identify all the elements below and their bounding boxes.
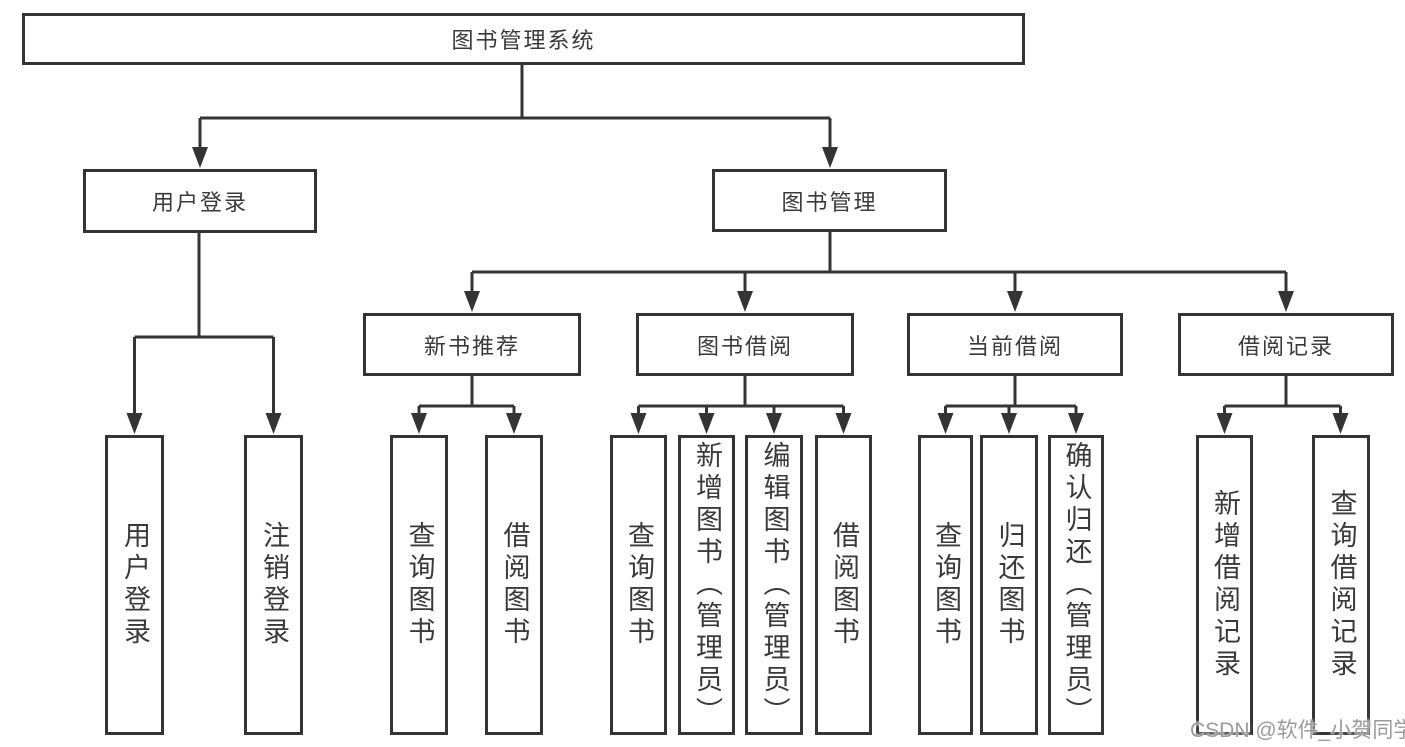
node-label: 图书管理 (781, 189, 878, 215)
leaf-new-books-borrow: 借阅图书 (485, 435, 543, 735)
node-book-borrow: 图书借阅 (636, 313, 854, 376)
arrowheads-level3 (464, 291, 1294, 312)
node-user-login: 用户登录 (83, 169, 317, 233)
leaf-current-borrow-query: 查询图书 (918, 435, 973, 735)
node-new-books: 新书推荐 (363, 313, 581, 376)
node-label: 用户登录 (151, 190, 248, 215)
leaf-current-borrow-return: 归还图书 (980, 435, 1038, 735)
leaf-label: 确认归还（管理员） (1061, 441, 1092, 729)
leaf-book-borrow-add: 新增图书（管理员） (678, 435, 735, 735)
leaf-book-borrow-query: 查询图书 (610, 435, 667, 735)
leaf-label: 查询图书 (931, 521, 961, 649)
leaf-label: 注销登录 (259, 521, 289, 649)
node-label: 新书推荐 (423, 333, 520, 359)
node-label: 图书借阅 (696, 333, 793, 359)
leaf-label: 查询图书 (624, 521, 654, 649)
leaf-book-borrow-edit: 编辑图书（管理员） (745, 435, 803, 735)
leaf-label: 借阅图书 (829, 521, 859, 649)
watermark: CSDN @软件_小贺同学 (1190, 719, 1405, 742)
leaf-book-borrow-borrow: 借阅图书 (815, 435, 872, 735)
leaf-label: 新增借阅记录 (1210, 489, 1240, 681)
leaf-label: 归还图书 (994, 521, 1025, 649)
node-borrow-records: 借阅记录 (1178, 313, 1394, 376)
connector-current-borrow-leaves (944, 375, 1078, 417)
leaf-label: 编辑图书（管理员） (759, 441, 790, 729)
leaf-label: 借阅图书 (499, 521, 530, 649)
leaf-new-books-query: 查询图书 (390, 435, 448, 735)
leaf-label: 查询图书 (404, 521, 435, 649)
arrowheads-current-borrow-leaves (937, 413, 1084, 434)
arrowheads-level2 (192, 147, 838, 168)
arrowheads-book-borrow-leaves (630, 413, 852, 434)
leaf-user-login: 用户登录 (105, 435, 164, 735)
node-book-mgmt: 图书管理 (712, 169, 947, 232)
leaf-logout: 注销登录 (244, 435, 303, 735)
node-label: 图书管理系统 (451, 28, 596, 53)
arrowheads-borrow-records-leaves (1216, 413, 1349, 434)
leaf-borrow-records-query: 查询借阅记录 (1312, 435, 1370, 735)
connector-book-mgmt-to-level3 (470, 231, 1288, 295)
connector-new-books-leaves (417, 375, 516, 417)
leaf-borrow-records-add: 新增借阅记录 (1196, 435, 1253, 735)
connector-root-to-level2 (198, 64, 832, 151)
node-label: 借阅记录 (1237, 333, 1334, 359)
node-label: 当前借阅 (966, 333, 1063, 359)
connector-user-login-leaves (133, 231, 275, 417)
leaf-label: 查询借阅记录 (1326, 489, 1357, 681)
leaf-label: 新增图书（管理员） (692, 441, 722, 729)
node-root-system: 图书管理系统 (22, 13, 1025, 65)
leaf-current-borrow-confirm: 确认归还（管理员） (1048, 435, 1104, 735)
connector-book-borrow-leaves (637, 375, 845, 417)
connector-borrow-records-leaves (1223, 375, 1342, 417)
node-current-borrow: 当前借阅 (907, 313, 1123, 376)
arrowheads-user-login-leaves (126, 413, 282, 434)
leaf-label: 用户登录 (120, 521, 150, 649)
arrowheads-new-books-leaves (411, 413, 522, 434)
